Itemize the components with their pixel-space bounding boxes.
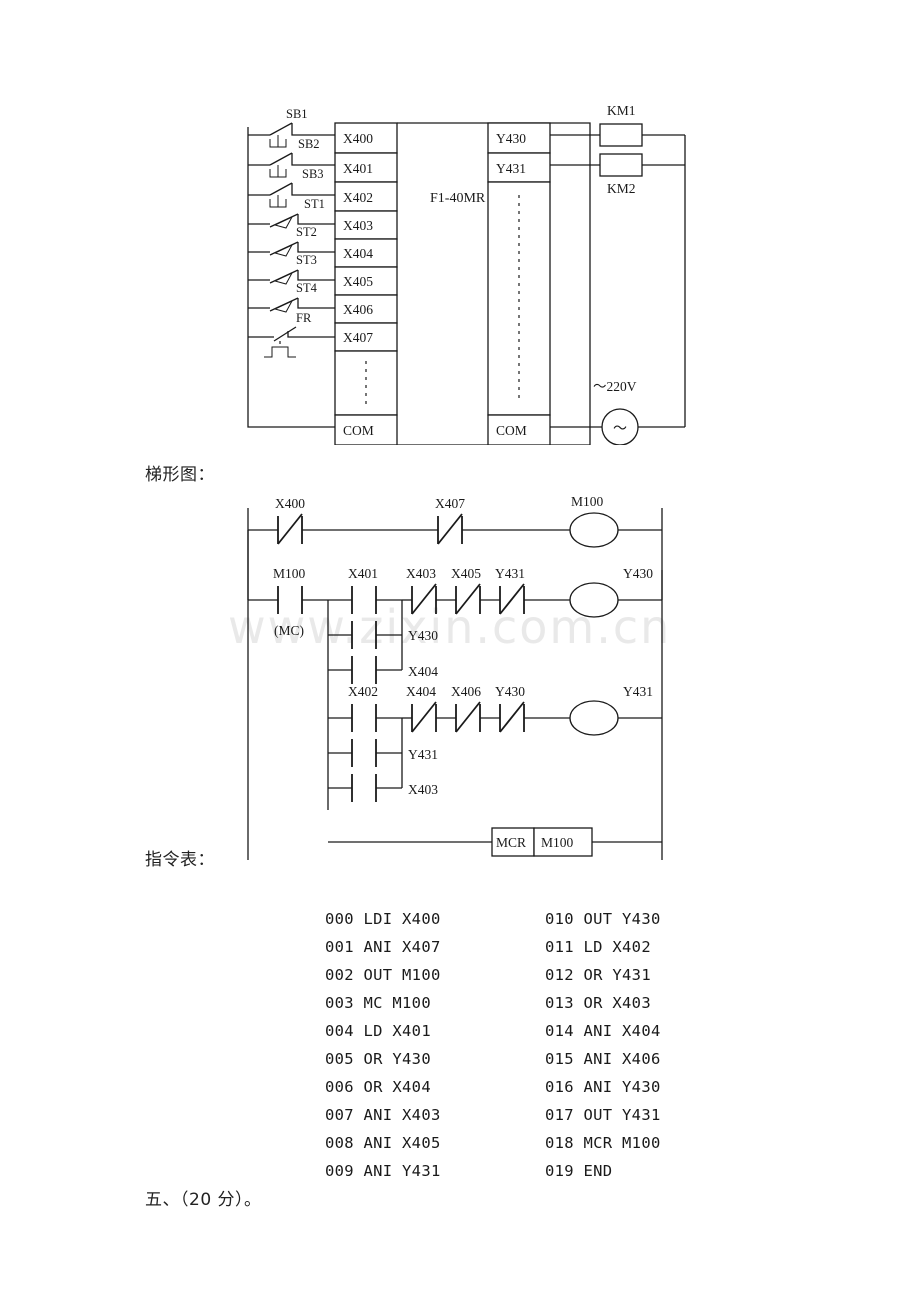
instruction-right-3: 013 OR X403 bbox=[545, 994, 651, 1012]
contact-label-X402: X402 bbox=[348, 684, 378, 699]
device-label-FR: FR bbox=[296, 311, 312, 325]
contact-label-X401: X401 bbox=[348, 566, 378, 581]
footer-question-label: 五、（20 分）。 bbox=[145, 1190, 262, 1210]
output-device-KM2: KM2 bbox=[607, 181, 636, 196]
input-terminal-X406: X406 bbox=[343, 302, 373, 317]
ac-source-symbol: ～ bbox=[613, 422, 627, 437]
branch-label-X403: X403 bbox=[408, 782, 438, 797]
input-terminal-X402: X402 bbox=[343, 190, 373, 205]
contact-label-X407: X407 bbox=[435, 496, 465, 511]
contact-label-X404: X404 bbox=[406, 684, 436, 699]
device-label-SB1: SB1 bbox=[286, 107, 308, 121]
instruction-list-table: 000 LDI X400 010 OUT Y430 001 ANI X407 0… bbox=[325, 905, 745, 1185]
output-terminal-Y430: Y430 bbox=[496, 131, 526, 146]
input-terminal-X405: X405 bbox=[343, 274, 373, 289]
rung-2: M100 (MC) X401 Y430 bbox=[247, 530, 662, 718]
contact-label-X405: X405 bbox=[451, 566, 481, 581]
input-terminal-X407: X407 bbox=[343, 330, 373, 345]
instruction-right-5: 015 ANI X406 bbox=[545, 1050, 661, 1068]
branch-label-X404: X404 bbox=[408, 664, 438, 679]
plc-wiring-diagram: F1-40MR X400 X401 X402 X403 X404 X405 X4… bbox=[230, 95, 710, 445]
output-terminal-COM: COM bbox=[496, 423, 527, 438]
instruction-left-7: 007 ANI X403 bbox=[325, 1106, 441, 1124]
instruction-left-2: 002 OUT M100 bbox=[325, 966, 441, 984]
input-terminal-X403: X403 bbox=[343, 218, 373, 233]
contact-label-X400: X400 bbox=[275, 496, 305, 511]
coil-Y430 bbox=[569, 582, 619, 618]
instruction-left-1: 001 ANI X407 bbox=[325, 938, 441, 956]
instruction-right-6: 016 ANI Y430 bbox=[545, 1078, 661, 1096]
contact-label-Y430: Y430 bbox=[495, 684, 525, 699]
coil-Y431 bbox=[569, 700, 619, 736]
coil-M100 bbox=[569, 512, 619, 548]
mcr-instruction-box bbox=[491, 827, 535, 857]
device-label-ST1: ST1 bbox=[304, 197, 325, 211]
instruction-left-5: 005 OR Y430 bbox=[325, 1050, 431, 1068]
instruction-left-9: 009 ANI Y431 bbox=[325, 1162, 441, 1180]
contact-label-Y431: Y431 bbox=[495, 566, 525, 581]
mc-note-label: (MC) bbox=[274, 623, 304, 638]
mcr-operand-label: M100 bbox=[541, 835, 574, 850]
input-terminal-COM: COM bbox=[343, 423, 374, 438]
input-terminal-X404: X404 bbox=[343, 246, 373, 261]
device-label-ST4: ST4 bbox=[296, 281, 318, 295]
instruction-right-1: 011 LD X402 bbox=[545, 938, 651, 956]
device-label-SB2: SB2 bbox=[298, 137, 320, 151]
instruction-right-4: 014 ANI X404 bbox=[545, 1022, 661, 1040]
mcr-instruction-label: MCR bbox=[496, 835, 526, 850]
contact-label-X406: X406 bbox=[451, 684, 481, 699]
input-terminal-X401: X401 bbox=[343, 161, 373, 176]
instruction-left-8: 008 ANI X405 bbox=[325, 1134, 441, 1152]
input-terminal-X400: X400 bbox=[343, 131, 373, 146]
instruction-right-7: 017 OUT Y431 bbox=[545, 1106, 661, 1124]
device-label-SB3: SB3 bbox=[302, 167, 324, 181]
output-device-KM1: KM1 bbox=[607, 103, 636, 118]
plc-model-label: F1-40MR bbox=[430, 191, 486, 206]
rung-mcr: MCR M100 bbox=[328, 827, 662, 857]
rung-3: X402 Y431 X403 bbox=[327, 684, 662, 810]
coil-label-Y430: Y430 bbox=[623, 566, 653, 581]
ac-source-label: ～220V bbox=[593, 379, 637, 394]
ladder-heading: 梯形图： bbox=[145, 465, 215, 485]
mcr-operand-box bbox=[533, 827, 593, 857]
instruction-left-4: 004 LD X401 bbox=[325, 1022, 431, 1040]
instruction-right-8: 018 MCR M100 bbox=[545, 1134, 661, 1152]
coil-label-Y431: Y431 bbox=[623, 684, 653, 699]
instruction-left-3: 003 MC M100 bbox=[325, 994, 431, 1012]
instruction-left-0: 000 LDI X400 bbox=[325, 910, 441, 928]
instruction-right-0: 010 OUT Y430 bbox=[545, 910, 661, 928]
branch-label-Y430: Y430 bbox=[408, 628, 438, 643]
contact-label-X403: X403 bbox=[406, 566, 436, 581]
contact-label-M100: M100 bbox=[273, 566, 306, 581]
branch-label-Y431: Y431 bbox=[408, 747, 438, 762]
device-label-ST3: ST3 bbox=[296, 253, 317, 267]
output-terminal-Y431: Y431 bbox=[496, 161, 526, 176]
device-label-ST2: ST2 bbox=[296, 225, 317, 239]
instruction-right-2: 012 OR Y431 bbox=[545, 966, 651, 984]
rung-1: X400 X407 M100 bbox=[248, 494, 662, 548]
coil-label-M100: M100 bbox=[571, 494, 604, 509]
instruction-heading: 指令表： bbox=[145, 850, 215, 870]
instruction-left-6: 006 OR X404 bbox=[325, 1078, 431, 1096]
instruction-right-9: 019 END bbox=[545, 1162, 613, 1180]
ladder-diagram: X400 X407 M100 M100 bbox=[230, 490, 690, 880]
